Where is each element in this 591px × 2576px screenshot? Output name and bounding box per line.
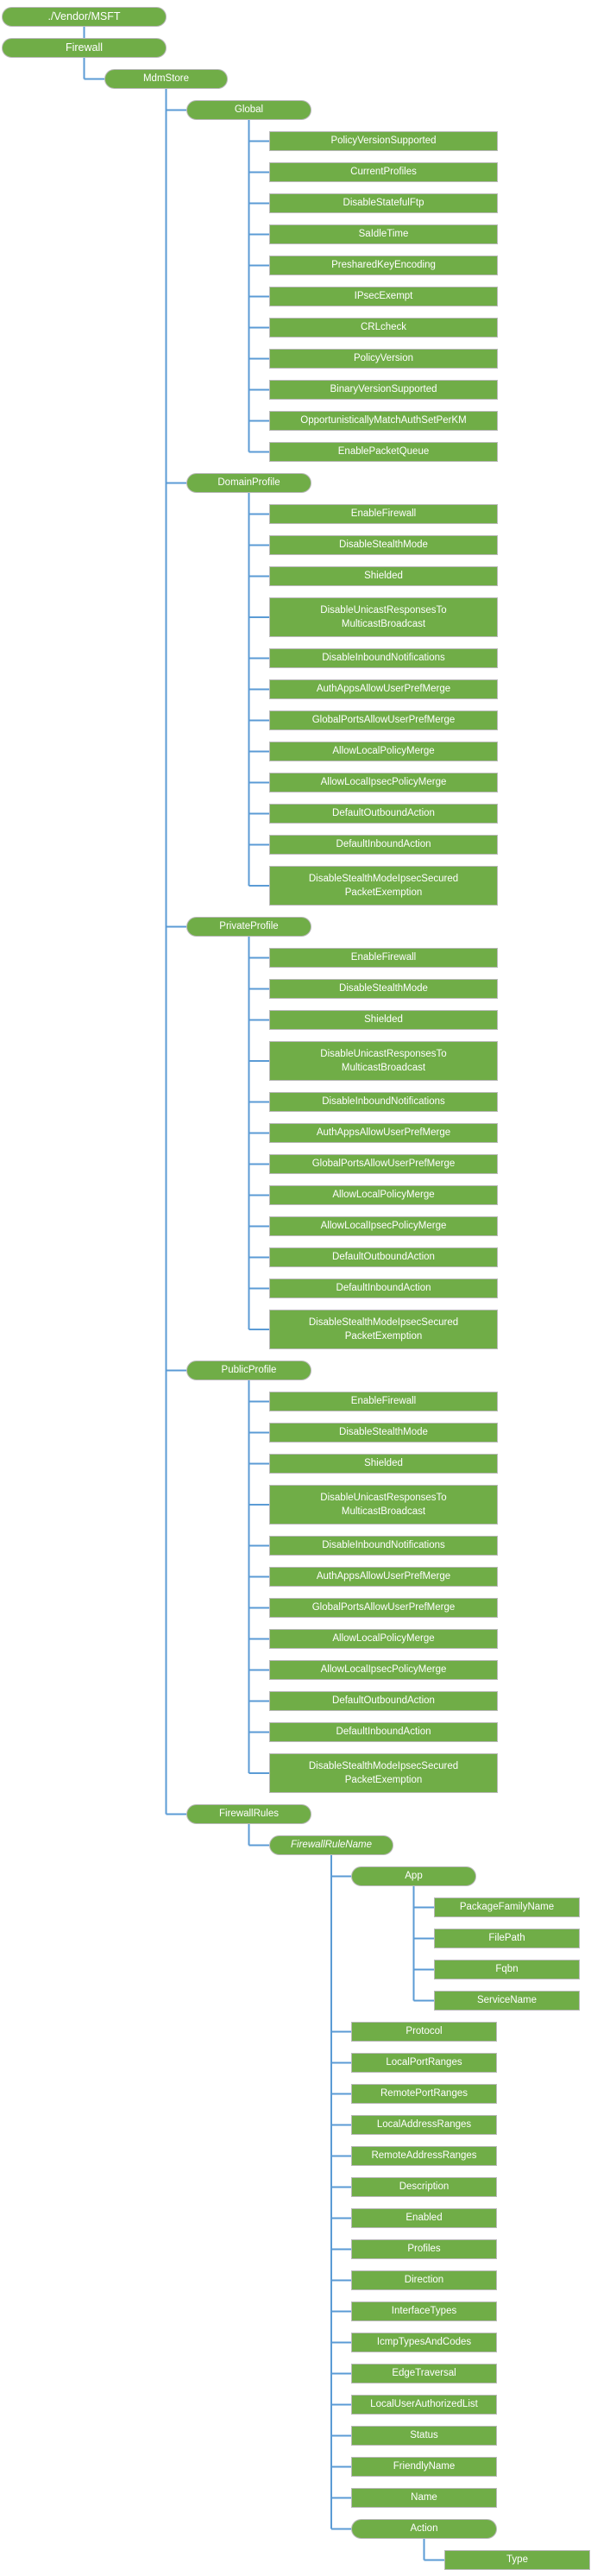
node-localaddressranges: LocalAddressRanges [351,2115,497,2135]
node-remoteaddressranges: RemoteAddressRanges [351,2146,497,2166]
node-ipsecexempt: IPsecExempt [269,287,498,306]
node-status: Status [351,2426,497,2446]
node-friendlyname: FriendlyName [351,2457,497,2477]
node-presharedkeyencoding: PresharedKeyEncoding [269,256,498,275]
node-protocol: Protocol [351,2022,497,2042]
node-domainprofile: DomainProfile [186,473,311,493]
node-defaultoutboundaction: DefaultOutboundAction [269,804,498,824]
node-mdmstore: MdmStore [104,69,228,89]
node-firewallrules: FirewallRules [186,1804,311,1824]
node-description: Description [351,2177,497,2197]
node-disablestealthmodeipsecsecured-packetexemption: DisableStealthModeIpsecSecured PacketExe… [269,866,498,906]
node-disablestealthmodeipsecsecured-packetexemption: DisableStealthModeIpsecSecured PacketExe… [269,1753,498,1793]
node-remoteportranges: RemotePortRanges [351,2084,497,2104]
node-defaultinboundaction: DefaultInboundAction [269,835,498,855]
node-localuserauthorizedlist: LocalUserAuthorizedList [351,2395,497,2415]
node-defaultinboundaction: DefaultInboundAction [269,1279,498,1298]
node-currentprofiles: CurrentProfiles [269,162,498,182]
node-authappsallowuserprefmerge: AuthAppsAllowUserPrefMerge [269,679,498,699]
node-privateprofile: PrivateProfile [186,917,311,937]
node-disablestealthmode: DisableStealthMode [269,535,498,555]
node-opportunisticallymatchauthsetperkm: OpportunisticallyMatchAuthSetPerKM [269,411,498,431]
node-allowlocalipsecpolicymerge: AllowLocalIpsecPolicyMerge [269,773,498,792]
node-publicprofile: PublicProfile [186,1361,311,1380]
node-authappsallowuserprefmerge: AuthAppsAllowUserPrefMerge [269,1567,498,1587]
node-globalportsallowuserprefmerge: GlobalPortsAllowUserPrefMerge [269,1598,498,1618]
node-name: Name [351,2488,497,2508]
node-filepath: FilePath [434,1929,580,1948]
node-disableinboundnotifications: DisableInboundNotifications [269,1092,498,1112]
node-disableunicastresponsesto-multicastbroadcast: DisableUnicastResponsesTo MulticastBroad… [269,1041,498,1081]
node-profiles: Profiles [351,2239,497,2259]
node-allowlocalipsecpolicymerge: AllowLocalIpsecPolicyMerge [269,1216,498,1236]
node-binaryversionsupported: BinaryVersionSupported [269,380,498,400]
node-disableunicastresponsesto-multicastbroadcast: DisableUnicastResponsesTo MulticastBroad… [269,1485,498,1525]
node-servicename: ServiceName [434,1991,580,2011]
node-globalportsallowuserprefmerge: GlobalPortsAllowUserPrefMerge [269,1154,498,1174]
node-app: App [351,1866,476,1886]
node-firewallrulename: FirewallRuleName [269,1835,393,1855]
node-authappsallowuserprefmerge: AuthAppsAllowUserPrefMerge [269,1123,498,1143]
node-disablestatefulftp: DisableStatefulFtp [269,193,498,213]
node-fqbn: Fqbn [434,1960,580,1979]
node-policyversion: PolicyVersion [269,349,498,369]
node-allowlocalpolicymerge: AllowLocalPolicyMerge [269,1629,498,1649]
node-disablestealthmodeipsecsecured-packetexemption: DisableStealthModeIpsecSecured PacketExe… [269,1310,498,1349]
node-action: Action [351,2519,497,2539]
node-enablefirewall: EnableFirewall [269,948,498,968]
node-shielded: Shielded [269,1010,498,1030]
node-shielded: Shielded [269,566,498,586]
node-allowlocalpolicymerge: AllowLocalPolicyMerge [269,742,498,761]
node-defaultinboundaction: DefaultInboundAction [269,1722,498,1742]
node-shielded: Shielded [269,1454,498,1474]
node-enabled: Enabled [351,2208,497,2228]
node-saidletime: SaIdleTime [269,224,498,244]
node-icmptypesandcodes: IcmpTypesAndCodes [351,2333,497,2352]
node-enablepacketqueue: EnablePacketQueue [269,442,498,462]
node-localportranges: LocalPortRanges [351,2053,497,2073]
node-enablefirewall: EnableFirewall [269,1392,498,1411]
node-defaultoutboundaction: DefaultOutboundAction [269,1247,498,1267]
node-crlcheck: CRLcheck [269,318,498,338]
node-globalportsallowuserprefmerge: GlobalPortsAllowUserPrefMerge [269,710,498,730]
node-disableinboundnotifications: DisableInboundNotifications [269,648,498,668]
node-policyversionsupported: PolicyVersionSupported [269,131,498,151]
node-type: Type [444,2550,590,2570]
node-allowlocalpolicymerge: AllowLocalPolicyMerge [269,1185,498,1205]
node-disableinboundnotifications: DisableInboundNotifications [269,1536,498,1556]
node-enablefirewall: EnableFirewall [269,504,498,524]
node-interfacetypes: InterfaceTypes [351,2301,497,2321]
node-disablestealthmode: DisableStealthMode [269,979,498,999]
node-edgetraversal: EdgeTraversal [351,2364,497,2383]
node-global: Global [186,100,311,120]
node-direction: Direction [351,2270,497,2290]
node-vendor-msft: ./Vendor/MSFT [2,7,167,27]
node-packagefamilyname: PackageFamilyName [434,1897,580,1917]
node-disablestealthmode: DisableStealthMode [269,1423,498,1443]
node-allowlocalipsecpolicymerge: AllowLocalIpsecPolicyMerge [269,1660,498,1680]
node-disableunicastresponsesto-multicastbroadcast: DisableUnicastResponsesTo MulticastBroad… [269,597,498,637]
node-firewall: Firewall [2,38,167,58]
node-defaultoutboundaction: DefaultOutboundAction [269,1691,498,1711]
